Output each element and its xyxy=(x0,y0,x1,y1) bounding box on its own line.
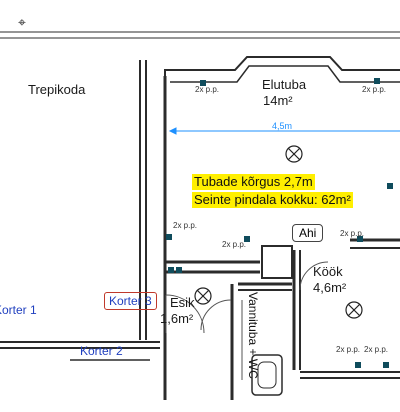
socket-label: 2x p.p. xyxy=(336,345,361,354)
apartment-label-korter2: Korter 2 xyxy=(80,344,123,358)
room-label-esik: Esik xyxy=(170,295,195,310)
room-label-trepikoda: Trepikoda xyxy=(28,82,86,97)
socket-icon xyxy=(166,78,393,368)
apartment-label-korter1: Korter 1 xyxy=(0,303,37,317)
room-label-vannituba: Vannituba + WC xyxy=(246,292,260,379)
room-area-elutuba: 14m² xyxy=(263,93,293,108)
dimension-line xyxy=(168,127,400,135)
socket-label: 2x p.p. xyxy=(340,229,365,238)
socket-label: 2x p.p. xyxy=(195,85,220,94)
note-room-height: Tubade kõrgus 2,7m xyxy=(192,174,315,191)
stove-label: Ahi xyxy=(292,224,324,242)
room-area-kook: 4,6m² xyxy=(313,280,347,295)
room-area-esik: 1,6m² xyxy=(160,311,194,326)
dimension-label: 4,5m xyxy=(272,121,293,131)
socket-label: 2x p.p. xyxy=(222,240,247,249)
door-swings xyxy=(165,261,329,380)
note-wall-area: Seinte pindala kokku: 62m² xyxy=(192,192,353,209)
socket-label: 2x p.p. xyxy=(173,221,198,230)
room-label-elutuba: Elutuba xyxy=(262,77,307,92)
socket-label: 2x p.p. xyxy=(362,85,387,94)
apartment-label-korter3: Korter 3 xyxy=(104,292,157,310)
cursor-icon: ⌖ xyxy=(18,14,26,30)
room-label-kook: Köök xyxy=(313,264,343,279)
walls xyxy=(0,31,400,400)
light-fixture-icon xyxy=(194,145,363,319)
socket-label: 2x p.p. xyxy=(364,345,389,354)
